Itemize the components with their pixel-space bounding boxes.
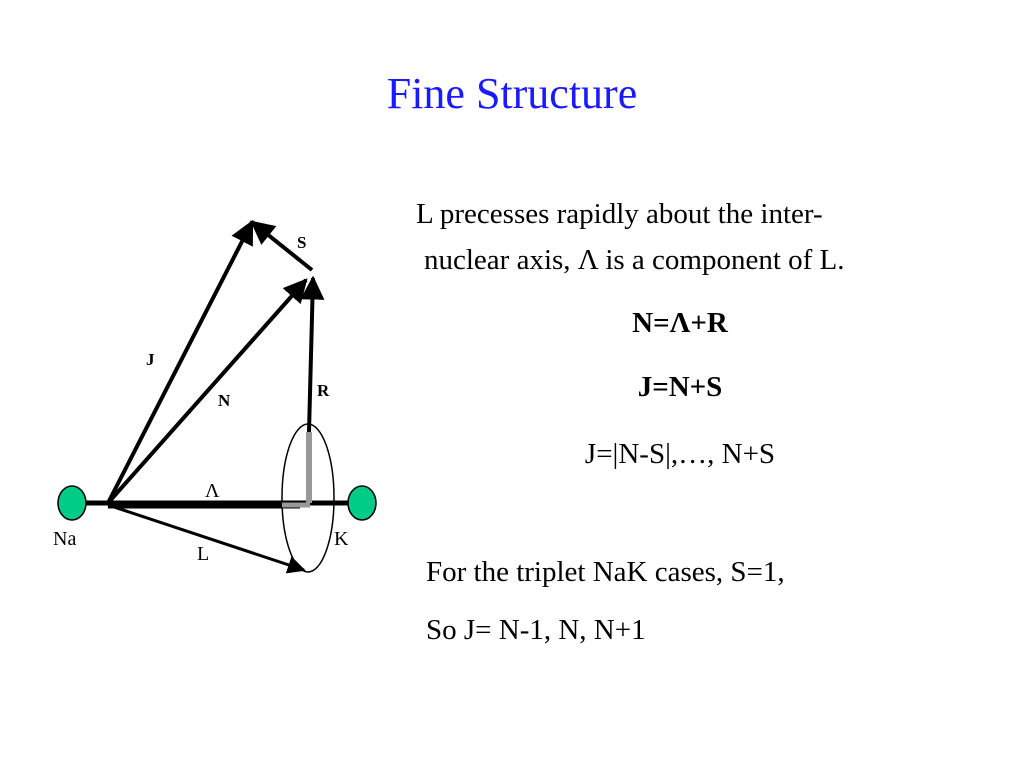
label-s: S (297, 233, 306, 252)
label-k: K (334, 528, 349, 550)
label-l: L (197, 543, 209, 565)
na-atom (57, 485, 87, 521)
label-na: Na (53, 528, 76, 550)
s-vector (250, 220, 314, 272)
k-atom (347, 485, 377, 521)
label-lambda: Λ (205, 480, 220, 502)
equation-j: J=N+S (400, 367, 960, 407)
n-vector (106, 278, 308, 505)
equation-n: N=Λ+R (400, 303, 960, 343)
j-vector (106, 219, 254, 504)
triplet-line-1: For the triplet NaK cases, S=1, (426, 556, 785, 588)
label-j: J (146, 350, 155, 369)
explanation-line-1: L precesses rapidly about the inter- (416, 198, 823, 230)
l-vector (107, 503, 306, 574)
slide-title: Fine Structure (386, 69, 638, 118)
equation-j-text: J=N+S (637, 371, 723, 403)
explanation-line-2: nuclear axis, Λ is a component of L. (424, 244, 845, 276)
equation-n-text: N=Λ+R (632, 307, 728, 339)
label-r: R (317, 381, 330, 400)
equation-j-range: J=|N-S|,…, N+S (584, 438, 776, 470)
label-n: N (218, 391, 231, 410)
r-vector (300, 275, 325, 433)
triplet-line-2: So J= N-1, N, N+1 (426, 614, 646, 646)
